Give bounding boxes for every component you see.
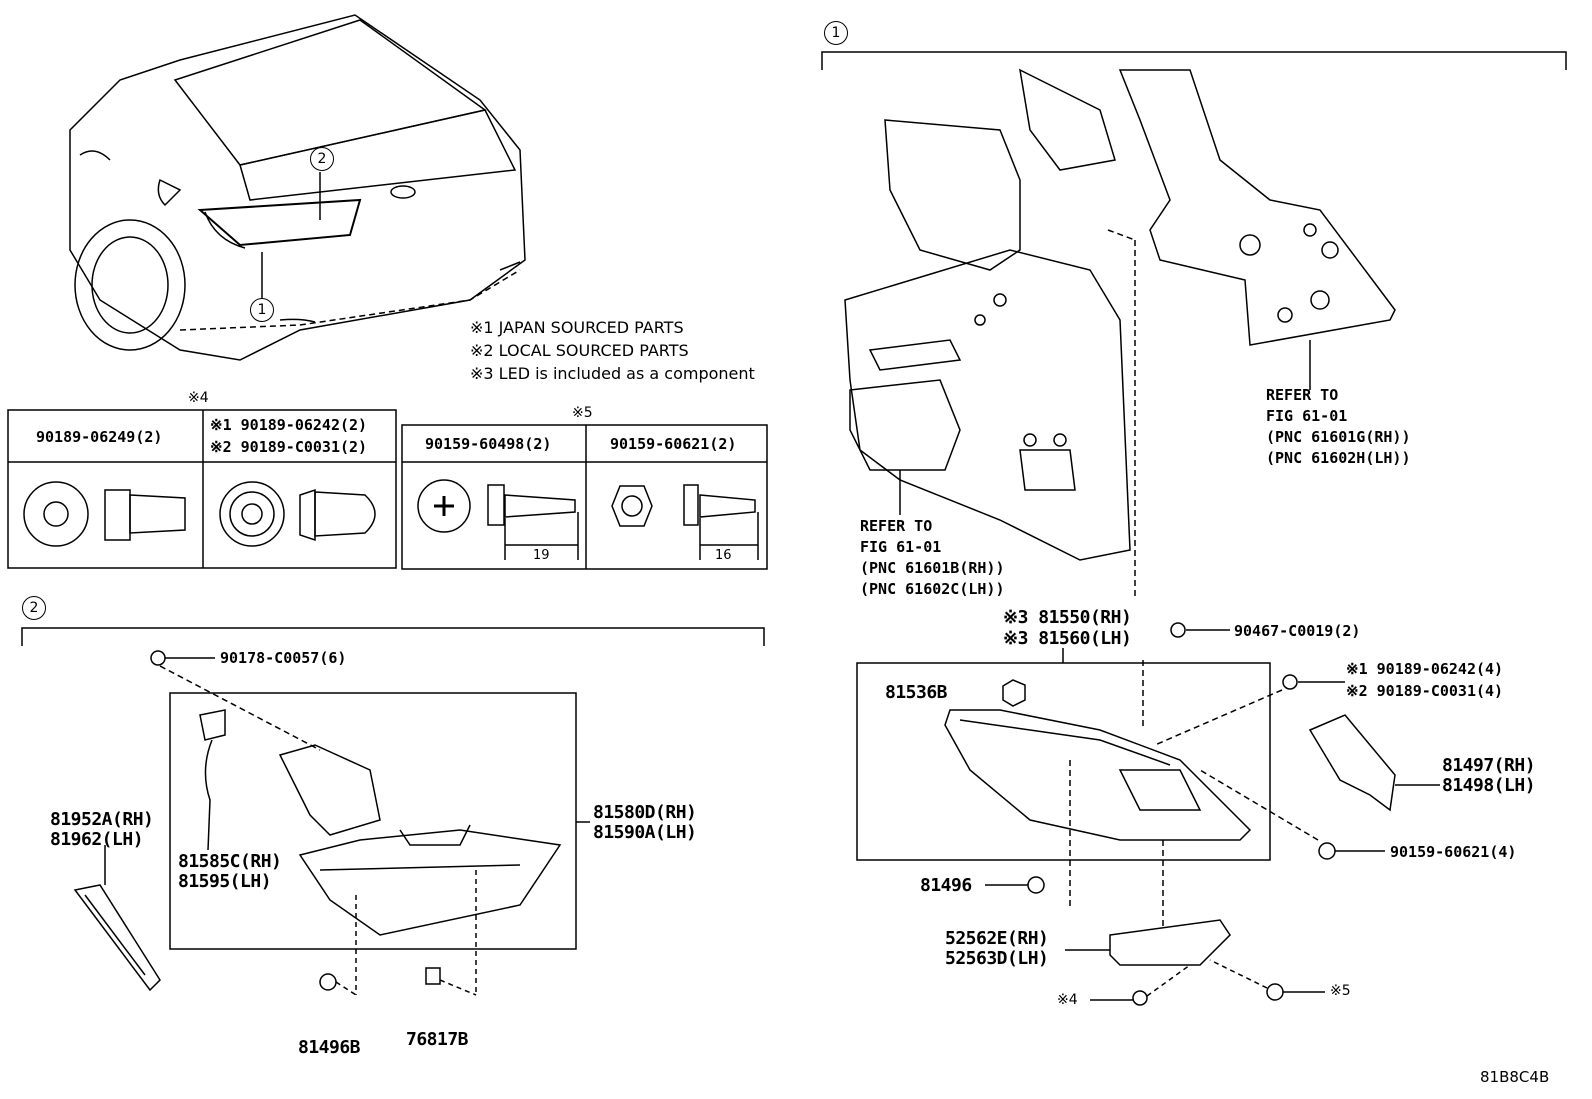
refer-pnc-rh[interactable]: (PNC 61601G(RH)) (1266, 428, 1411, 446)
part-81550[interactable]: ※3 81550(RH) (1003, 607, 1132, 628)
part-90178-C0057[interactable]: 90178-C0057(6) (220, 649, 347, 667)
part-81496B[interactable]: 81496B (298, 1037, 361, 1058)
part-81585C[interactable]: 81585C(RH) (178, 851, 282, 872)
part-90159-60498[interactable]: 90159-60498(2) (425, 435, 552, 453)
part-90189-06242[interactable]: ※1 90189-06242(2) (210, 416, 368, 434)
note-local-sourced: ※2 LOCAL SOURCED PARTS (470, 341, 689, 360)
part-90189-C0031[interactable]: ※2 90189-C0031(2) (210, 438, 368, 456)
mark-4-fastener: ※4 (1057, 992, 1078, 1008)
part-81497[interactable]: 81497(RH) (1442, 755, 1536, 776)
refer-block-lower: REFER TO FIG 61-01 (PNC 61601B(RH)) (PNC… (860, 517, 1005, 598)
part-81498[interactable]: 81498(LH) (1442, 775, 1536, 796)
dimension-16: 16 (715, 548, 732, 563)
part-90189-C0031-4[interactable]: ※2 90189-C0031(4) (1346, 682, 1504, 700)
section-2-detail (21, 627, 765, 996)
part-52563D[interactable]: 52563D(LH) (945, 948, 1049, 969)
part-90467-C0019[interactable]: 90467-C0019(2) (1234, 622, 1361, 640)
refer-pnc-lh[interactable]: (PNC 61602H(LH)) (1266, 449, 1411, 467)
part-81536B[interactable]: 81536B (885, 682, 948, 703)
fastener-table (7, 409, 768, 570)
callout-1-overview[interactable]: 1 (250, 298, 274, 322)
note-led-component: ※3 LED is included as a component (470, 364, 755, 383)
section-1-detail (821, 51, 1567, 1006)
refer-line: REFER TO (860, 517, 933, 535)
table-mark-4: ※4 (188, 390, 209, 406)
part-76817B[interactable]: 76817B (406, 1029, 469, 1050)
callout-2-section: 2 (22, 596, 46, 620)
callout-2-overview[interactable]: 2 (310, 147, 334, 171)
part-90189-06242-4[interactable]: ※1 90189-06242(4) (1346, 660, 1504, 678)
diagram-id: 81B8C4B (1480, 1068, 1550, 1086)
part-52562E[interactable]: 52562E(RH) (945, 928, 1049, 949)
refer-fig-link[interactable]: FIG 61-01 (1266, 407, 1348, 425)
callout-1-section: 1 (824, 21, 848, 45)
refer-pnc-rh[interactable]: (PNC 61601B(RH)) (860, 559, 1005, 577)
refer-line: REFER TO (1266, 386, 1339, 404)
car-overview (69, 14, 526, 361)
note-japan-sourced: ※1 JAPAN SOURCED PARTS (470, 318, 684, 337)
part-81595[interactable]: 81595(LH) (178, 871, 272, 892)
part-90159-60621[interactable]: 90159-60621(2) (610, 435, 737, 453)
part-90159-60621-4[interactable]: 90159-60621(4) (1390, 843, 1517, 861)
table-mark-5: ※5 (572, 405, 593, 421)
part-81590A[interactable]: 81590A(LH) (593, 822, 697, 843)
part-81952A[interactable]: 81952A(RH) (50, 809, 154, 830)
mark-5-fastener: ※5 (1330, 983, 1351, 999)
part-81580D[interactable]: 81580D(RH) (593, 802, 697, 823)
refer-pnc-lh[interactable]: (PNC 61602C(LH)) (860, 580, 1005, 598)
part-81560[interactable]: ※3 81560(LH) (1003, 628, 1132, 649)
part-90189-06249[interactable]: 90189-06249(2) (36, 428, 163, 446)
part-81962[interactable]: 81962(LH) (50, 829, 144, 850)
refer-fig-link[interactable]: FIG 61-01 (860, 538, 942, 556)
refer-block-upper: REFER TO FIG 61-01 (PNC 61601G(RH)) (PNC… (1266, 386, 1411, 467)
part-81496[interactable]: 81496 (920, 875, 972, 896)
dimension-19: 19 (533, 548, 550, 563)
